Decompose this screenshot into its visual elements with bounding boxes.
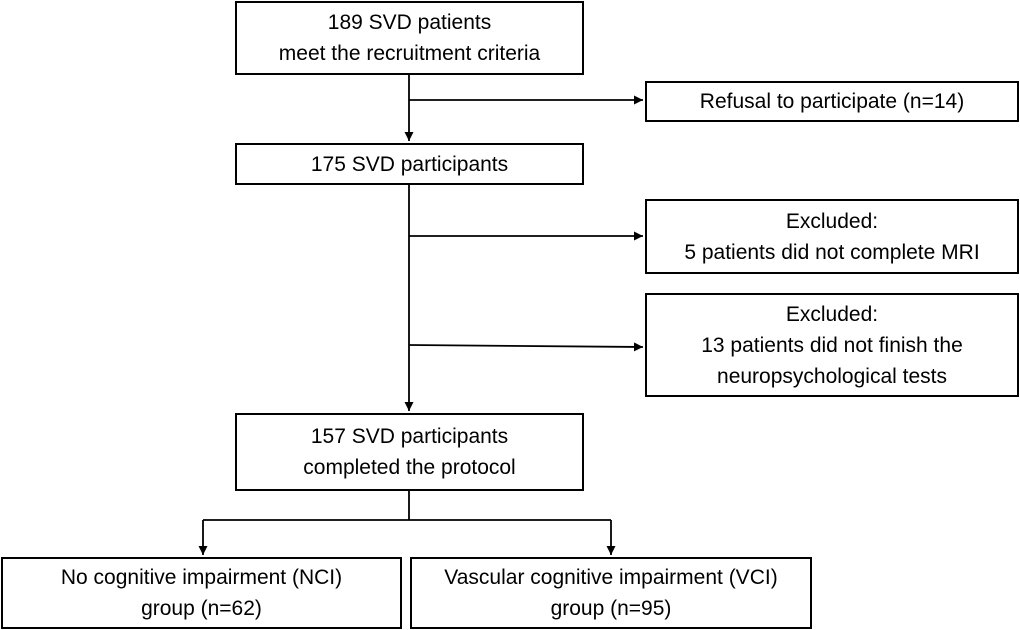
excluded-tests-line1: Excluded: bbox=[785, 302, 879, 326]
excluded-mri-box: Excluded: 5 patients did not complete MR… bbox=[645, 199, 1019, 274]
recruited-line2: meet the recruitment criteria bbox=[278, 42, 541, 65]
completed-line1: 157 SVD participants bbox=[310, 425, 509, 448]
excluded-tests-line2: 13 patients did not finish the bbox=[701, 333, 963, 357]
vci-line1: Vascular cognitive impairment (VCI) bbox=[444, 566, 778, 589]
completed-box: 157 SVD participants completed the proto… bbox=[235, 413, 584, 491]
recruited-line1: 189 SVD patients bbox=[327, 11, 492, 34]
refusal-line1: Refusal to participate (n=14) bbox=[699, 90, 965, 113]
refusal-box: Refusal to participate (n=14) bbox=[645, 81, 1019, 122]
completed-line2: completed the protocol bbox=[303, 456, 516, 479]
vci-group-box: Vascular cognitive impairment (VCI) grou… bbox=[410, 557, 812, 629]
arrow-to-excluded-tests bbox=[408, 342, 644, 352]
nci-line1: No cognitive impairment (NCI) bbox=[60, 566, 343, 589]
excluded-mri-line1: Excluded: bbox=[785, 209, 879, 233]
nci-line2: group (n=62) bbox=[141, 597, 262, 620]
nci-group-box: No cognitive impairment (NCI) group (n=6… bbox=[1, 557, 402, 629]
participants-line1: 175 SVD participants bbox=[310, 152, 509, 176]
excluded-mri-line2: 5 patients did not complete MRI bbox=[684, 240, 980, 264]
recruited-box: 189 SVD patients meet the recruitment cr… bbox=[235, 1, 584, 75]
excluded-tests-line3: neuropsychological tests bbox=[717, 364, 947, 388]
vci-line2: group (n=95) bbox=[550, 597, 672, 620]
participants-box: 175 SVD participants bbox=[235, 143, 584, 185]
excluded-tests-box: Excluded: 13 patients did not finish the… bbox=[645, 293, 1019, 397]
